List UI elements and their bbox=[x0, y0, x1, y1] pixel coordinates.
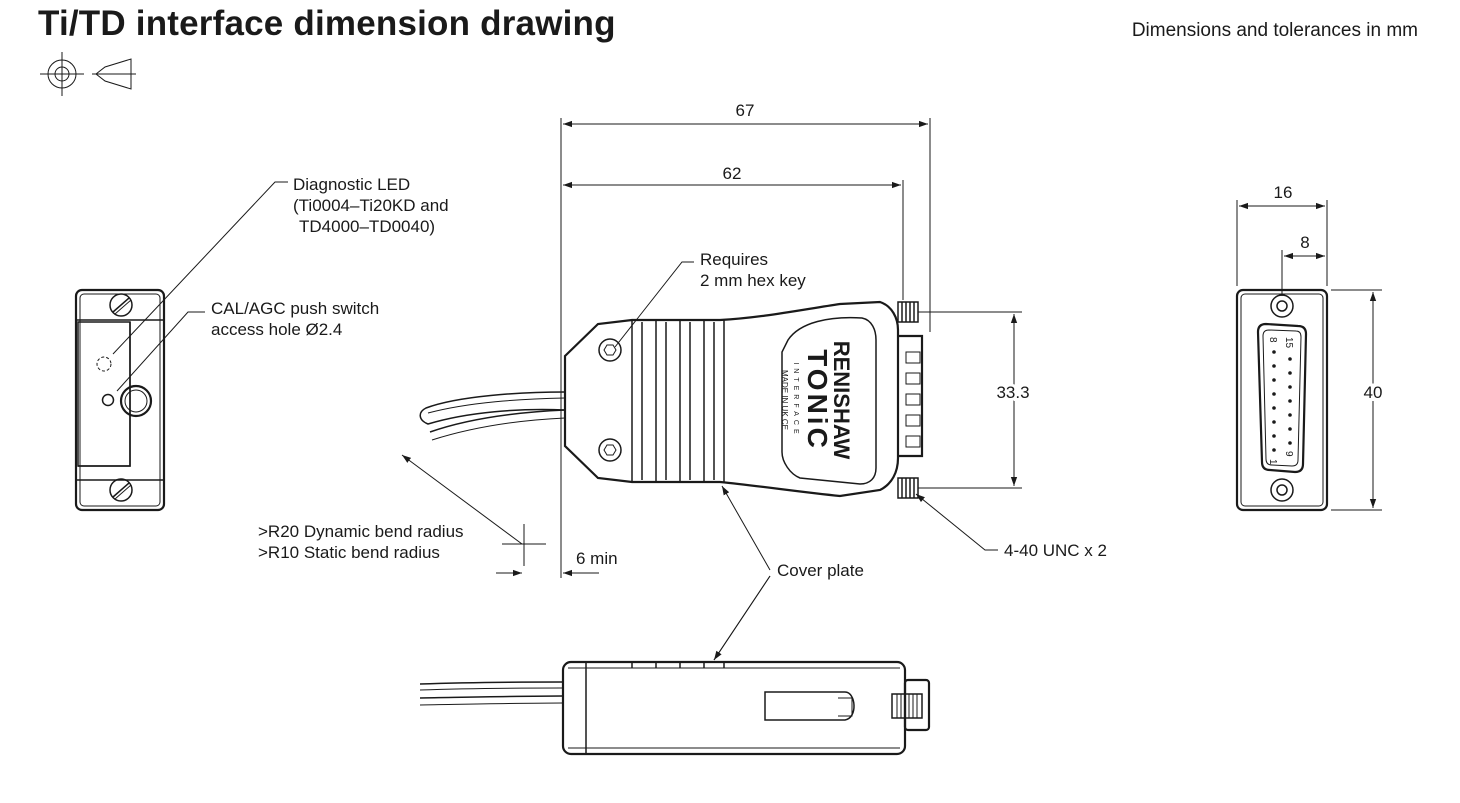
threaded-screw-icon bbox=[897, 301, 919, 323]
screw-head-icon bbox=[109, 478, 133, 502]
screw-head-icon bbox=[109, 293, 133, 317]
dimension-min-clearance-label: 6 min bbox=[576, 549, 618, 568]
hex-screw-icon bbox=[598, 338, 622, 362]
dimension-overall-length-label: 67 bbox=[736, 101, 755, 120]
third-angle-projection-icon bbox=[40, 52, 136, 96]
pin-label-15: 15 bbox=[1283, 337, 1294, 349]
label-origin: MADE IN UK CE bbox=[780, 370, 789, 430]
threaded-screw-icon bbox=[897, 477, 919, 499]
callout-cover-plate: Cover plate bbox=[777, 561, 864, 580]
label-text-group: RENISHAW TONiC INTERFACE MADE IN UK CE bbox=[780, 341, 854, 460]
pin-label-9: 9 bbox=[1283, 451, 1294, 457]
label-plate bbox=[781, 316, 877, 485]
dimension-screw-pitch bbox=[918, 311, 1022, 489]
callout-diagnostic-led-line3: TD4000–TD0040) bbox=[299, 217, 435, 236]
callout-bend-radius-line1: >R20 Dynamic bend radius bbox=[258, 522, 464, 541]
page-title: Ti/TD interface dimension drawing bbox=[38, 4, 616, 43]
bend-radius-indicator bbox=[401, 454, 599, 577]
dimension-side-width-label: 16 bbox=[1274, 183, 1293, 202]
callout-cal-switch-line1: CAL/AGC push switch bbox=[211, 299, 379, 318]
pin-label-1: 1 bbox=[1267, 459, 1278, 465]
interface-top-view bbox=[419, 300, 924, 499]
interface-side-view bbox=[419, 660, 931, 756]
dimension-body-length bbox=[563, 180, 904, 300]
label-subtitle: INTERFACE bbox=[792, 362, 799, 437]
dimension-side-offset bbox=[1281, 250, 1325, 296]
callout-diagnostic-led-line2: (Ti0004–Ti20KD and bbox=[293, 196, 449, 215]
callout-bend-radius-line2: >R10 Static bend radius bbox=[258, 543, 440, 562]
screw-hole-icon bbox=[1270, 294, 1294, 318]
cal-switch-hole bbox=[101, 393, 115, 407]
diagnostic-led-icon bbox=[96, 356, 112, 372]
cable-exit-hole bbox=[119, 384, 153, 418]
brand-logo: RENISHAW bbox=[829, 341, 854, 460]
dimension-side-width bbox=[1236, 200, 1328, 286]
dimension-side-height-label: 40 bbox=[1364, 383, 1383, 402]
callout-cal-switch-line2: access hole Ø2.4 bbox=[211, 320, 342, 339]
callout-diagnostic-led-line1: Diagnostic LED bbox=[293, 175, 410, 194]
dimension-side-offset-label: 8 bbox=[1300, 233, 1309, 252]
callout-hex-key-line1: Requires bbox=[700, 250, 768, 269]
dimension-screw-pitch-label: 33.3 bbox=[996, 383, 1029, 402]
dimension-side-height bbox=[1331, 289, 1382, 511]
dimension-overall-length bbox=[560, 118, 931, 578]
connector-pins bbox=[1272, 350, 1292, 452]
callout-thread: 4-40 UNC x 2 bbox=[1004, 541, 1107, 560]
screw-hole-icon bbox=[1270, 478, 1294, 502]
hex-screw-icon bbox=[598, 438, 622, 462]
end-view-connector-side bbox=[1235, 288, 1329, 512]
dimension-body-length-label: 62 bbox=[723, 164, 742, 183]
pin-label-8: 8 bbox=[1267, 337, 1278, 343]
callout-hex-key-line2: 2 mm hex key bbox=[700, 271, 806, 290]
end-view-cable-side bbox=[74, 181, 288, 512]
product-name: TONiC bbox=[802, 349, 833, 451]
units-note: Dimensions and tolerances in mm bbox=[1131, 20, 1418, 41]
